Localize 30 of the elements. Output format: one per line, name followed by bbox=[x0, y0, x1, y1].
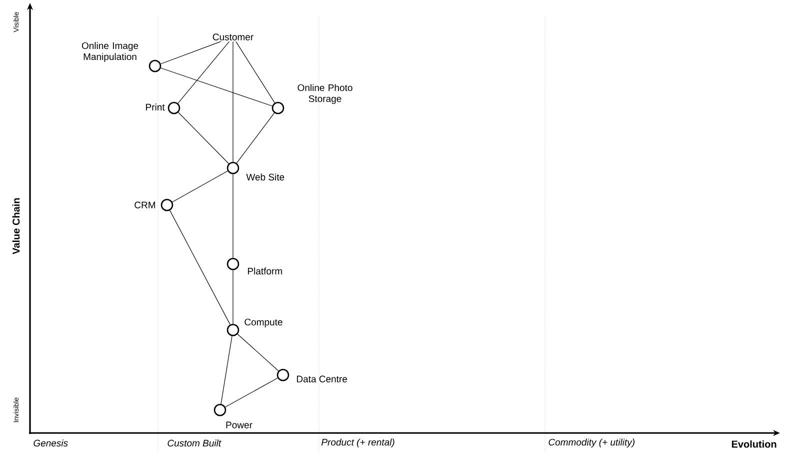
axis-title: Evolution bbox=[732, 440, 776, 448]
node-label: Compute bbox=[244, 318, 282, 328]
dependency-line bbox=[178, 41, 230, 104]
stage-label: Custom Built bbox=[168, 440, 222, 446]
dependency-line bbox=[225, 378, 278, 408]
dependency-line bbox=[172, 170, 228, 202]
node-label: Data Centre bbox=[297, 376, 347, 382]
stage-label: Commodity (+ utility) bbox=[548, 438, 634, 448]
node-label: CRM bbox=[134, 202, 156, 208]
stage-label: Genesis bbox=[34, 440, 68, 446]
node-label: Platform bbox=[248, 268, 282, 274]
node-label: Customer bbox=[212, 34, 254, 40]
dependency-line bbox=[160, 68, 272, 106]
stage-label: Product (+ rental) bbox=[322, 438, 394, 448]
node-label: Online Photo Storage bbox=[298, 84, 352, 104]
node-label: Web Site bbox=[246, 174, 284, 180]
node-label: Power bbox=[226, 422, 252, 428]
axis-title: Value Chain bbox=[12, 198, 20, 254]
node-label: Online Image Manipulation bbox=[82, 42, 138, 62]
dependency-line bbox=[170, 210, 230, 325]
dependency-line bbox=[178, 112, 229, 164]
dependency-line bbox=[236, 112, 275, 164]
dependency-line bbox=[237, 334, 279, 372]
dependency-line bbox=[232, 174, 234, 258]
dependency-line bbox=[232, 270, 234, 324]
dependency-line bbox=[232, 41, 234, 162]
dependency-line bbox=[236, 41, 275, 104]
dependency-line bbox=[220, 336, 232, 404]
dependency-line bbox=[160, 41, 222, 64]
node-label: Print bbox=[146, 104, 165, 110]
